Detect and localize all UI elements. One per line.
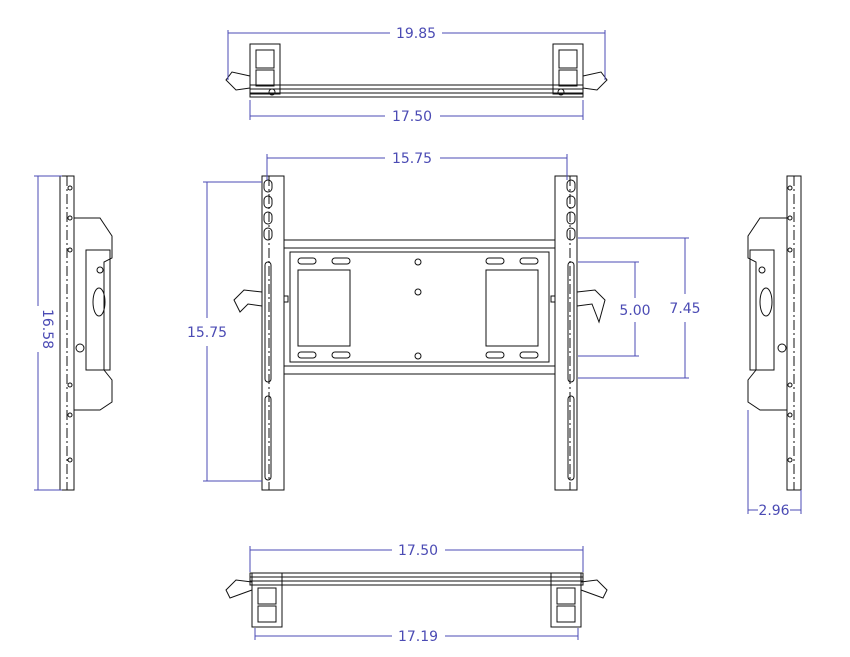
dim-side-depth: 2.96 (758, 503, 789, 519)
dimension-lines: 19.85 17.50 15.75 15.75 7.45 5.00 16.58 … (34, 26, 802, 645)
dim-bracket-height: 7.45 (669, 301, 700, 317)
dim-side-height: 16.58 (39, 309, 55, 349)
dim-front-height: 15.75 (187, 325, 227, 341)
top-view (225, 43, 608, 98)
dim-bottom-width-upper: 17.50 (398, 543, 438, 559)
dim-top-width-inner: 17.50 (392, 109, 432, 125)
dim-bottom-width-lower: 17.19 (398, 629, 438, 645)
right-side-view (747, 175, 802, 491)
front-view (233, 175, 606, 491)
bottom-view (225, 572, 608, 628)
left-side-view (59, 175, 113, 491)
dim-bracket-inner-height: 5.00 (619, 303, 650, 319)
dim-front-rail-spacing: 15.75 (392, 151, 432, 167)
dim-top-width-outer: 19.85 (396, 26, 436, 42)
